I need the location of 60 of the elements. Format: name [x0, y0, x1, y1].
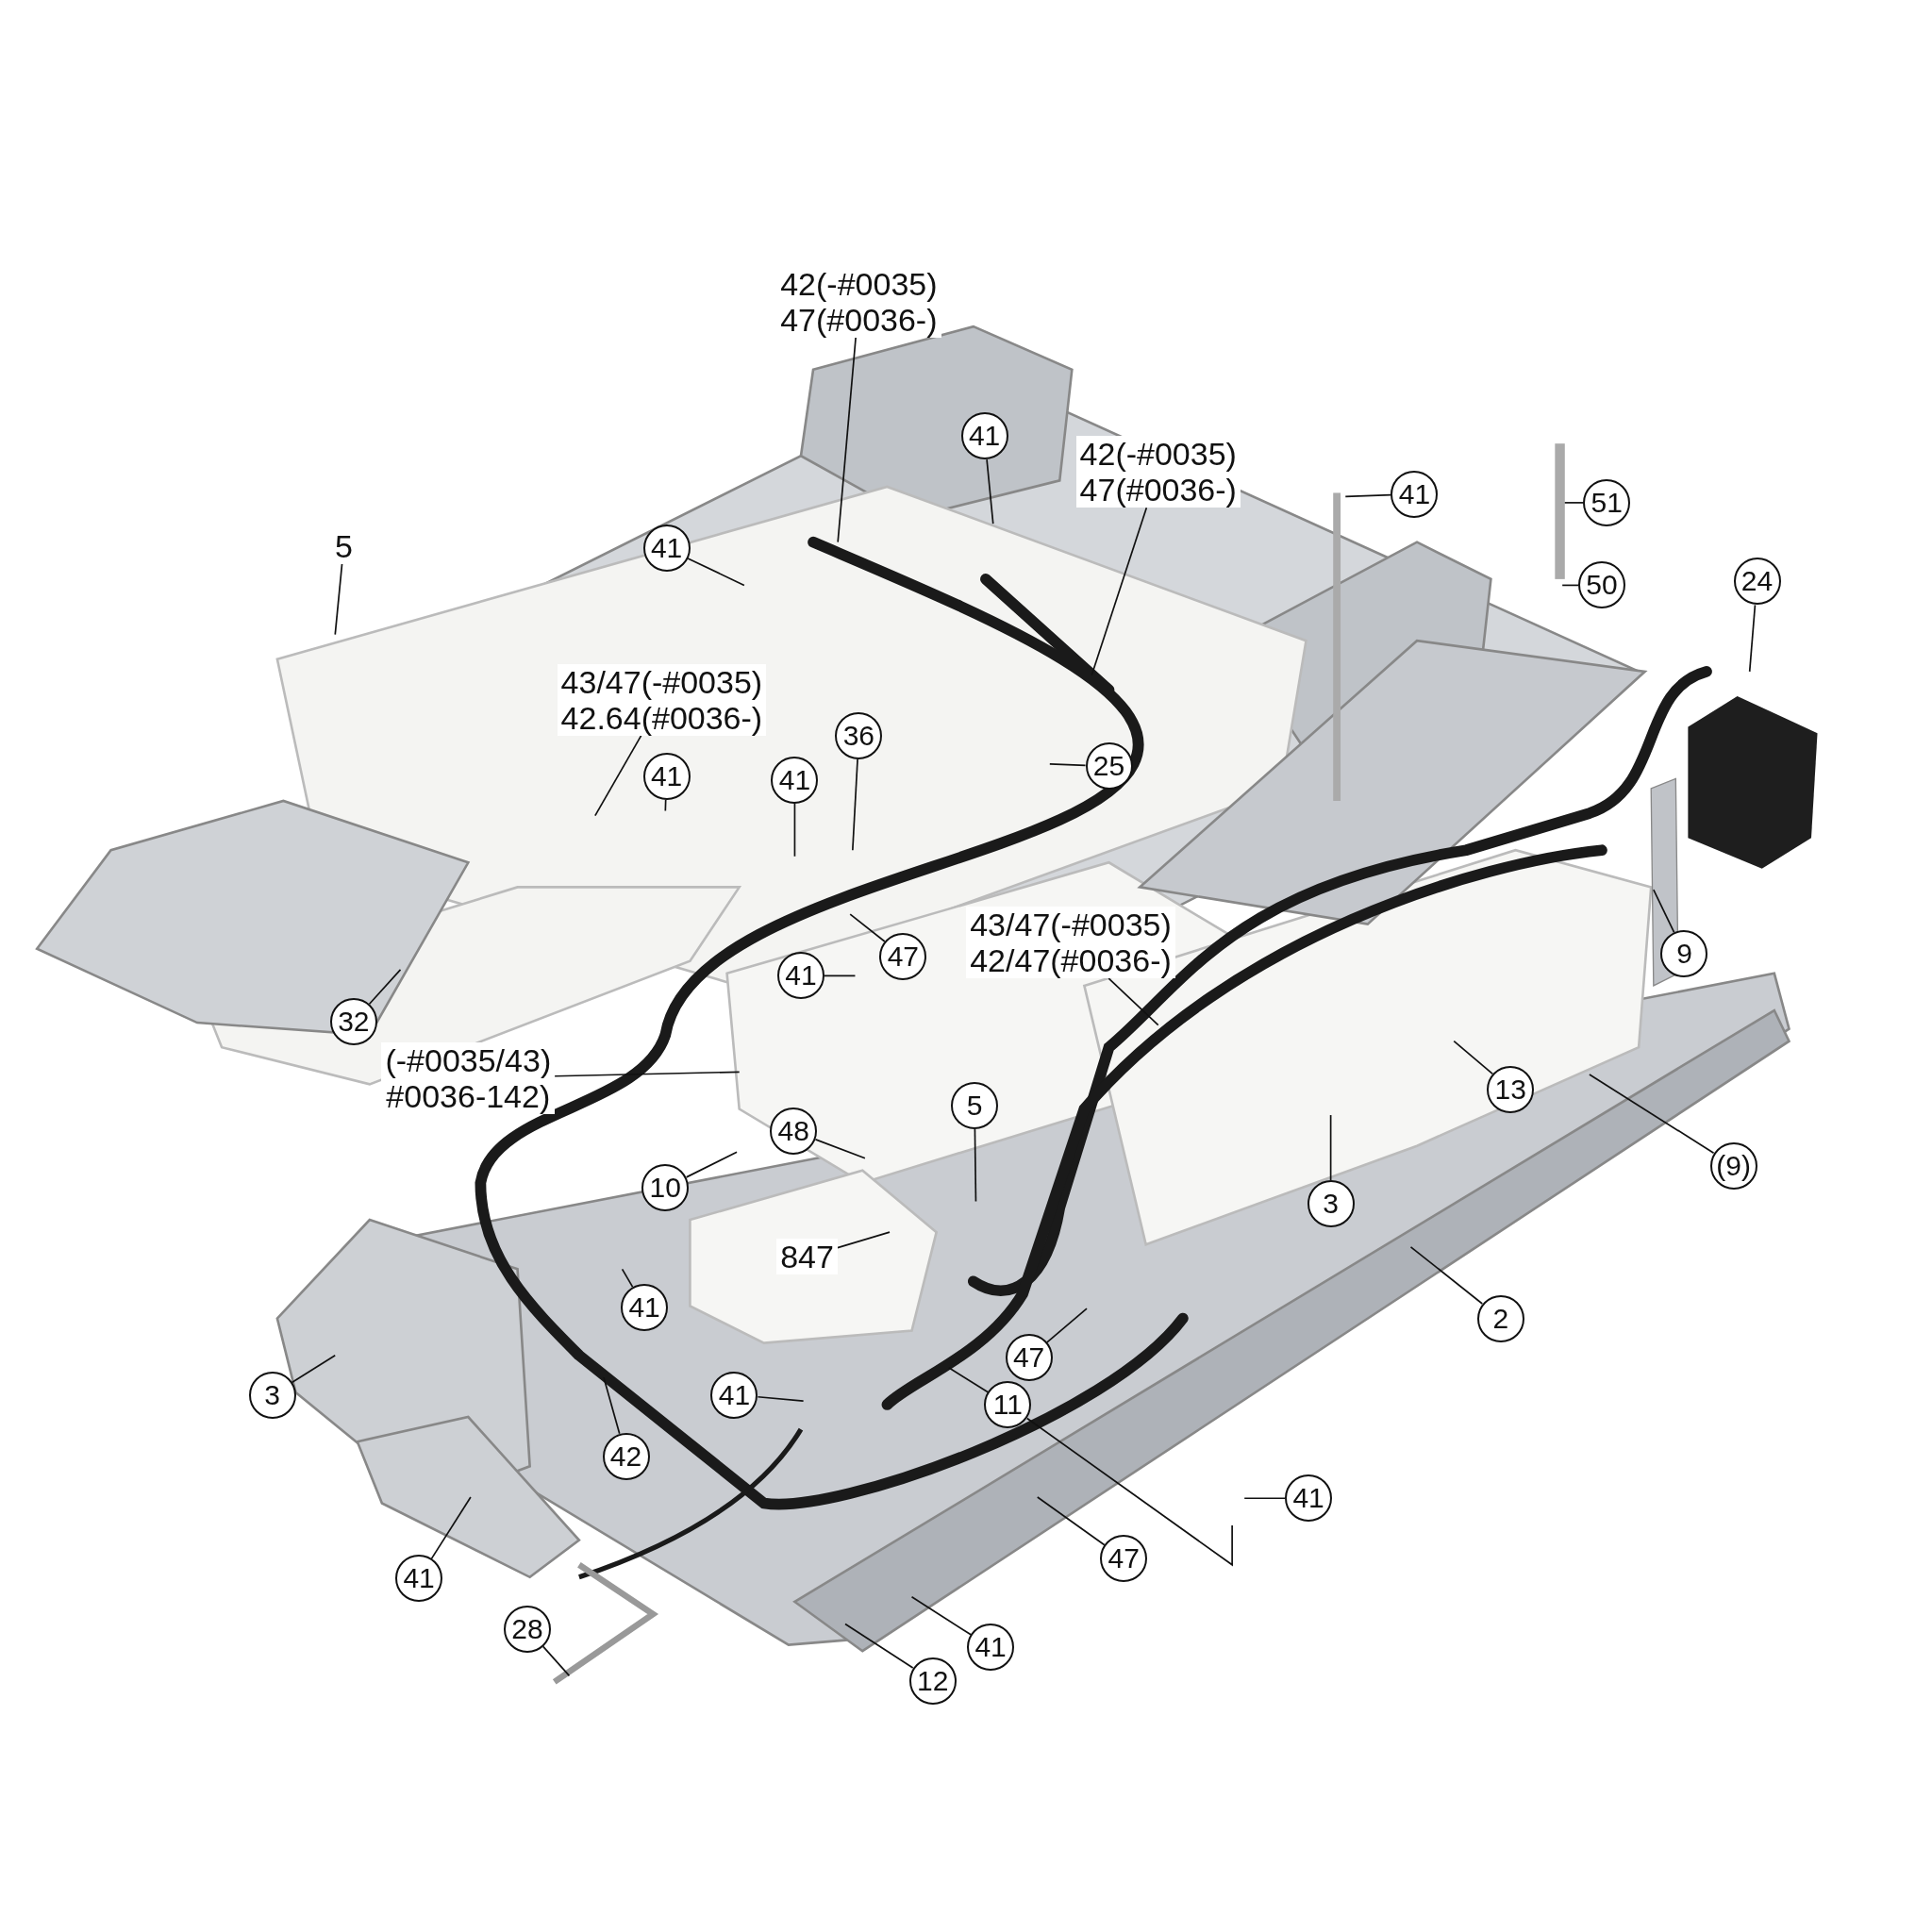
callout-number: 2 — [1476, 1294, 1524, 1342]
leader-line — [1561, 584, 1579, 587]
leader-line — [1453, 1040, 1494, 1075]
leader-line — [1108, 977, 1159, 1026]
leader-line — [1563, 502, 1585, 504]
leader-line — [837, 1231, 891, 1249]
callout-number: 9 — [1660, 929, 1708, 977]
callout-number: 41 — [395, 1555, 443, 1603]
leader-line — [1091, 507, 1148, 676]
leader-line — [603, 1376, 621, 1435]
leader-line — [757, 1395, 805, 1402]
leader-line — [291, 1354, 337, 1384]
leader-line — [1036, 1496, 1106, 1546]
leader-line — [910, 1595, 972, 1636]
leader-line — [986, 458, 994, 525]
callout-number: 50 — [1577, 561, 1625, 609]
leader-line — [541, 1645, 571, 1677]
leader-line — [793, 802, 796, 858]
callout-number: 12 — [908, 1657, 957, 1705]
callout-label: 42(-#0035) 47(#0036-) — [1075, 436, 1241, 508]
callout-number: (9) — [1709, 1141, 1757, 1190]
callout-label: 43/47(-#0035) 42.64(#0036-) — [557, 663, 767, 736]
leader-line — [594, 735, 642, 817]
leader-line — [1329, 1114, 1332, 1181]
leader-line — [1048, 762, 1087, 767]
callout-number: 41 — [1391, 470, 1439, 518]
leader-line — [1652, 889, 1675, 934]
callout-number: 51 — [1583, 478, 1631, 526]
leader-line — [1025, 1417, 1233, 1567]
leader-line — [974, 1127, 977, 1203]
callout-label: 43/47(-#0035) 42/47(#0036-) — [966, 907, 1175, 979]
leader-line — [1748, 604, 1757, 673]
callout-number: 41 — [1285, 1474, 1333, 1523]
leader-line — [814, 1139, 866, 1159]
leader-line — [1409, 1245, 1484, 1305]
leader-line — [368, 969, 402, 1006]
leader-line — [852, 758, 858, 852]
leader-line — [947, 1366, 990, 1393]
callout-number: 10 — [641, 1164, 690, 1212]
leader-line — [1344, 493, 1392, 498]
leader-line — [334, 562, 343, 636]
leader-line — [849, 913, 886, 942]
leader-line — [1243, 1497, 1286, 1500]
callout-number: 28 — [504, 1605, 551, 1653]
leader-line — [687, 558, 745, 587]
callout-number: 24 — [1733, 558, 1781, 606]
callout-number: 41 — [967, 1624, 1015, 1672]
leader-line — [430, 1496, 472, 1559]
callout-number: 47 — [1100, 1535, 1148, 1583]
leader-line — [1589, 1074, 1715, 1155]
callout-label: 847 — [776, 1239, 838, 1275]
leader-line — [1045, 1307, 1088, 1343]
leader-line — [837, 337, 857, 543]
leader-line — [621, 1268, 634, 1288]
leader-line — [685, 1151, 738, 1178]
leader-line — [554, 1071, 741, 1077]
leader-line — [844, 1623, 914, 1669]
callout-label: (-#0035/43) #0036-142) — [381, 1041, 556, 1114]
leader-line — [824, 974, 857, 977]
callout-number: 3 — [248, 1371, 296, 1419]
